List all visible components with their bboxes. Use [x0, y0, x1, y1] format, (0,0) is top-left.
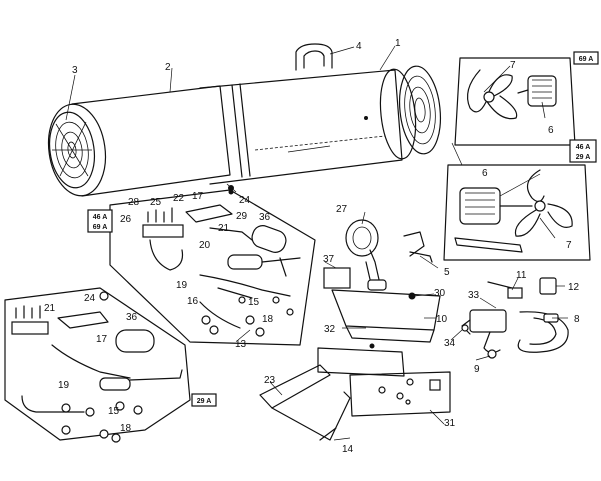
callout-36a: 36: [259, 212, 271, 223]
front-fan-guard: [398, 65, 442, 155]
callout-19b: 19: [58, 380, 70, 391]
callout-29: 29: [236, 211, 248, 222]
callout-26: 26: [120, 214, 132, 225]
callout-13: 13: [235, 339, 247, 350]
callout-1: 1: [395, 38, 401, 49]
ref-fan-29a: 29 A: [576, 154, 591, 161]
callout-24b: 24: [84, 293, 96, 304]
callout-12: 12: [568, 282, 580, 293]
callout-32: 32: [324, 324, 336, 335]
callout-23: 23: [264, 375, 276, 386]
callout-33: 33: [468, 290, 480, 301]
callout-14: 14: [342, 444, 354, 455]
callout-34: 34: [444, 338, 456, 349]
callout-15b: 15: [108, 406, 120, 417]
callout-8: 8: [574, 314, 580, 325]
callout-27: 27: [336, 204, 348, 215]
ref-burner-46a: 46 A: [93, 214, 108, 221]
power-components: [461, 277, 569, 359]
burner-detail-lower: [4, 287, 191, 443]
callout-24a: 24: [239, 195, 251, 206]
callout-20: 20: [199, 240, 211, 251]
callout-18a: 18: [262, 314, 274, 325]
callout-3: 3: [72, 65, 78, 76]
callout-15a: 15: [248, 297, 260, 308]
base-and-control-box: [259, 347, 451, 441]
rear-grill: [48, 111, 96, 189]
leader-lines: [65, 45, 568, 441]
callout-5: 5: [444, 267, 450, 278]
ref-fan-69a: 69 A: [579, 56, 594, 63]
ref-burner-69a: 69 A: [93, 224, 108, 231]
callout-18b: 18: [120, 423, 132, 434]
callout-17b: 17: [96, 334, 108, 345]
callout-16: 16: [187, 296, 199, 307]
callout-17a: 17: [192, 191, 204, 202]
burner-detail-upper: [109, 189, 316, 346]
callout-7a: 7: [510, 60, 516, 71]
callout-21b: 21: [44, 303, 56, 314]
callout-4: 4: [356, 41, 362, 52]
heater-body: [47, 43, 442, 197]
callout-31: 31: [444, 418, 456, 429]
mounting-bracket: [331, 289, 441, 349]
callout-36b: 36: [126, 312, 138, 323]
callout-25: 25: [150, 197, 162, 208]
callout-37: 37: [323, 254, 335, 265]
callouts: 1 2 3 4 5 6 6 7 7 8 9 10 11 12 13 14 15 …: [44, 38, 580, 455]
callout-2: 2: [165, 62, 171, 73]
callout-28: 28: [128, 197, 140, 208]
callout-6b: 6: [482, 168, 488, 179]
fan-inset-bottom: [443, 164, 591, 261]
fan-inset-top: [454, 57, 576, 146]
callout-22: 22: [173, 193, 185, 204]
ref-burner-29a: 29 A: [197, 398, 212, 405]
callout-7b: 7: [566, 240, 572, 251]
callout-9: 9: [474, 364, 480, 375]
callout-30: 30: [434, 288, 446, 299]
callout-19a: 19: [176, 280, 188, 291]
callout-6a: 6: [548, 125, 554, 136]
callout-11: 11: [516, 270, 527, 281]
callout-21a: 21: [218, 223, 230, 234]
callout-10: 10: [436, 314, 448, 325]
model-ref-boxes: 69 A 46 A 29 A 46 A 69 A 29 A: [87, 51, 599, 407]
igniter-assembly: [323, 219, 433, 291]
ref-fan-46a: 46 A: [576, 144, 591, 151]
